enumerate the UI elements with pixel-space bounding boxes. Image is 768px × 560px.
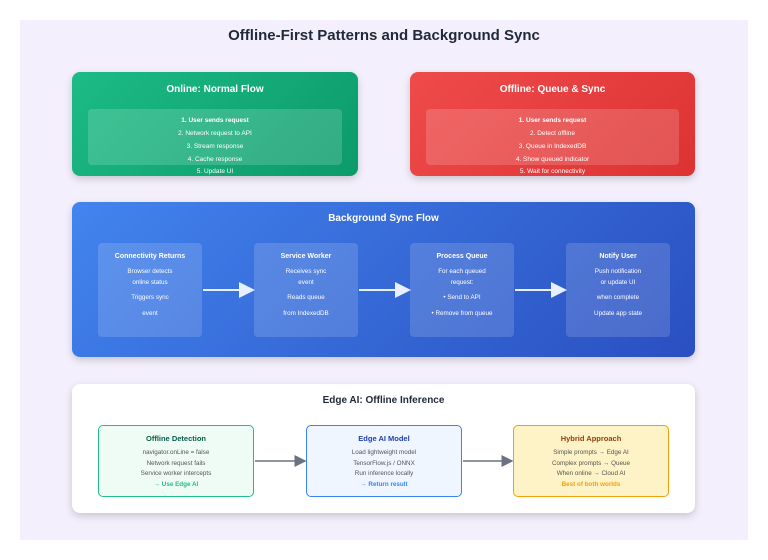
sync-step-line: request: [450,279,474,286]
edge-ai-title: Edge AI: Offline Inference [322,395,445,406]
sync-step-line: Browser detects [127,268,173,275]
online-flow-title: Online: Normal Flow [166,84,264,95]
sync-step-line: For each queued [438,268,486,275]
offline-flow-title: Offline: Queue & Sync [499,84,606,95]
online-flow-card: Online: Normal Flow 1. User sends reques… [72,72,358,176]
edge-step-line: Load lightweight model [351,449,417,456]
edge-step-line: Network request fails [146,459,206,467]
offline-steps-box [426,109,679,165]
offline-step: 4. Show queued indicator [515,156,590,163]
edge-step-line: TensorFlow.js / ONNX [353,459,415,467]
offline-step: 5. Wait for connectivity [519,168,586,175]
offline-flow-card: Offline: Queue & Sync 1. User sends requ… [410,72,695,176]
sync-step-line: when complete [596,294,640,301]
sync-step-line: from IndexedDB [283,310,329,317]
sync-step-title: Notify User [599,253,637,260]
sync-step-line: or update UI [600,279,636,286]
edge-step-title: Offline Detection [145,434,206,443]
edge-step-title: Hybrid Approach [560,434,622,443]
edge-step-highlight: Best of both worlds [561,480,621,488]
sync-step-title: Service Worker [280,253,332,260]
sync-step-line: online status [132,279,168,286]
offline-step: 2. Detect offline [529,130,576,137]
sync-step-line: Receives sync [285,268,327,275]
sync-step-line: Update app state [594,310,642,317]
online-step: 1. User sends request [181,117,249,124]
edge-step-title: Edge AI Model [358,434,410,443]
online-step: 4. Cache response [187,156,243,163]
sync-arrows [203,282,567,298]
edge-step-box: Offline Detection navigator.onLine = fals… [98,425,254,497]
sync-step-title: Process Queue [436,253,488,260]
edge-step-highlight: → Use Edge AI [153,480,199,488]
sync-step-line: Reads queue [287,294,325,301]
sync-step-title: Connectivity Returns [114,253,186,260]
edge-step-line: Run inference locally [354,470,414,477]
sync-step-line: event [298,279,314,286]
edge-step-highlight: → Return result [360,480,408,488]
online-steps-box [88,109,342,165]
offline-step: 1. User sends request [518,117,587,124]
online-step: 5. Update UI [196,168,234,175]
sync-step-line: Push notification [594,268,642,275]
sync-step-line: event [142,310,158,317]
edge-arrows [255,455,514,467]
edge-ai-card: Edge AI: Offline Inference Offline Detec… [72,384,695,513]
edge-step-line: Service worker intercepts [140,470,212,477]
edge-step-line: Complex prompts → Queue [551,459,631,467]
online-step: 2. Network request to API [178,130,252,137]
sync-step-line: • Remove from queue [431,310,493,317]
background-sync-title: Background Sync Flow [328,213,439,224]
background-sync-card: Background Sync Flow Connectivity Return… [72,202,695,357]
page-title: Offline-First Patterns and Background Sy… [228,27,540,44]
edge-step-line: Simple prompts → Edge AI [553,449,629,456]
offline-step: 3. Queue in IndexedDB [518,143,587,150]
edge-step-line: navigator.onLine = false [142,449,210,456]
sync-step-line: • Send to API [443,294,481,301]
sync-step-line: Triggers sync [131,294,169,301]
edge-step-line: When online → Cloud AI [556,470,626,477]
online-step: 3. Stream response [186,143,244,150]
